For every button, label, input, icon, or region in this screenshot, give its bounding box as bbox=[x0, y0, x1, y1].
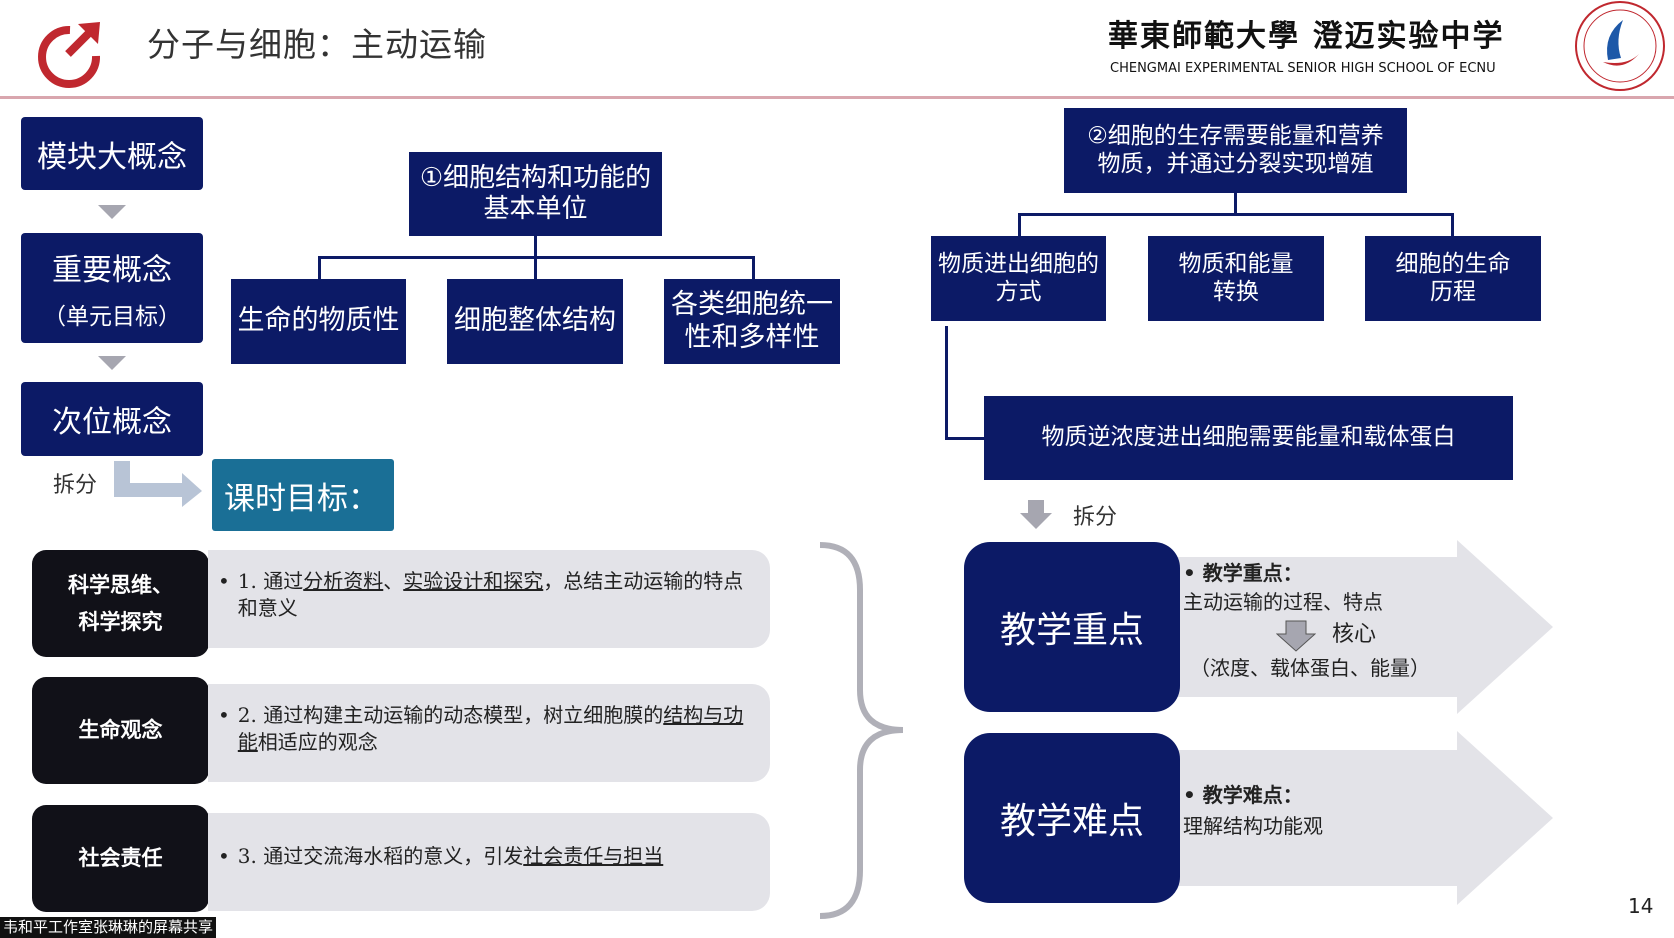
difficult-line1: 理解结构功能观 bbox=[1183, 814, 1323, 838]
key-point-box: 教学重点 bbox=[964, 542, 1180, 712]
goal-text-underlined: 分析资料 bbox=[303, 569, 384, 593]
sub-concept-label: 物质逆浓度进出细胞需要能量和载体蛋白 bbox=[1041, 424, 1456, 451]
core-label: 核心 bbox=[1332, 622, 1377, 647]
concept1-box: ①细胞结构和功能的基本单位 bbox=[409, 152, 662, 236]
difficult-heading-text: 教学难点： bbox=[1202, 783, 1303, 807]
page-number: 14 bbox=[1628, 894, 1654, 918]
connector bbox=[534, 236, 537, 258]
important-concept-box: 重要概念 （单元目标） bbox=[21, 233, 203, 343]
concept1-child-label: 生命的物质性 bbox=[237, 305, 400, 337]
key-heading: • 教学重点： bbox=[1183, 561, 1303, 585]
connector bbox=[1018, 213, 1454, 216]
concept2-child: 物质进出细胞的方式 bbox=[931, 236, 1106, 321]
goal-text-segment: ，总结主动运输的特点和意义 bbox=[237, 569, 744, 620]
concept1-child-label: 各类细胞统一性和多样性 bbox=[671, 289, 833, 353]
bullet: • bbox=[218, 844, 230, 868]
goal-text-underlined: 社会责任与担当 bbox=[523, 844, 664, 868]
arrow-down-icon bbox=[1276, 620, 1316, 652]
concept2-title: ②细胞的生存需要能量和营养物质，并通过分裂实现增殖 bbox=[1087, 122, 1384, 177]
difficult-heading: • 教学难点： bbox=[1183, 783, 1303, 807]
connector bbox=[1451, 213, 1454, 236]
secondary-concept-label: 次位概念 bbox=[52, 405, 172, 440]
goal-text-segment: 、 bbox=[383, 569, 404, 593]
difficult-point-label: 教学难点 bbox=[999, 801, 1144, 842]
module-concept-label: 模块大概念 bbox=[37, 139, 187, 175]
important-concept-label: 重要概念 bbox=[52, 253, 172, 288]
secondary-concept-box: 次位概念 bbox=[21, 382, 203, 456]
arrow-down-icon bbox=[98, 356, 126, 370]
goal-text-segment: 2. 通过构建主动运输的动态模型，树立细胞膜的 bbox=[237, 703, 664, 727]
concept1-child-label: 细胞整体结构 bbox=[454, 305, 616, 337]
curly-brace-icon bbox=[819, 542, 904, 919]
goal-item: • 1. 通过分析资料、实验设计和探究，总结主动运输的特点和意义 bbox=[208, 550, 770, 648]
arrow-down-icon bbox=[98, 205, 126, 219]
goal-text: 2. 通过构建主动运输的动态模型，树立细胞膜的结构与功能相适应的观念 bbox=[238, 702, 754, 782]
goal-text-underlined: 实验设计和探究 bbox=[403, 569, 544, 593]
goal-item: • 3. 通过交流海水稻的意义，引发社会责任与担当 bbox=[208, 813, 770, 911]
difficult-arrow-shape bbox=[1175, 731, 1553, 905]
connector bbox=[945, 437, 984, 440]
goal-text-segment: 1. 通过 bbox=[237, 569, 304, 593]
important-concept-sub: （单元目标） bbox=[43, 304, 181, 330]
bullet: • bbox=[218, 703, 230, 727]
goal-text: 1. 通过分析资料、实验设计和探究，总结主动运输的特点和意义 bbox=[238, 568, 754, 648]
connector bbox=[534, 256, 537, 279]
goal-category-label: 社会责任 bbox=[78, 845, 163, 871]
school-emblem-icon bbox=[1575, 1, 1665, 91]
module-concept-box: 模块大概念 bbox=[21, 117, 203, 190]
goal-category: 社会责任 bbox=[32, 805, 209, 912]
concept2-child: 物质和能量转换 bbox=[1148, 236, 1324, 321]
connector bbox=[945, 326, 948, 440]
connector bbox=[318, 256, 321, 279]
bent-arrow-icon bbox=[114, 461, 202, 507]
connector bbox=[1234, 193, 1237, 215]
key-point-label: 教学重点 bbox=[999, 610, 1144, 651]
split-label: 拆分 bbox=[53, 473, 98, 498]
bullet: • bbox=[218, 569, 230, 593]
goal-category-label: 科学思维、科学探究 bbox=[68, 571, 173, 634]
key-line1: 主动运输的过程、特点 bbox=[1183, 590, 1383, 614]
key-line2: （浓度、载体蛋白、能量） bbox=[1190, 656, 1430, 680]
school-name-cn: 華東師範大學 澄迈实验中学 bbox=[1108, 19, 1505, 54]
key-heading-text: 教学重点： bbox=[1202, 561, 1303, 585]
connector bbox=[752, 256, 755, 279]
goal-text-segment: 相适应的观念 bbox=[257, 730, 378, 754]
screen-share-caption: 韦和平工作室张琳琳的屏幕共享 bbox=[0, 917, 217, 938]
logo-arrow-icon bbox=[38, 22, 101, 88]
goal-text: 3. 通过交流海水稻的意义，引发社会责任与担当 bbox=[238, 843, 663, 911]
connector bbox=[1018, 213, 1021, 236]
concept1-child: 细胞整体结构 bbox=[447, 279, 623, 364]
header-divider bbox=[0, 96, 1674, 99]
difficult-point-box: 教学难点 bbox=[964, 733, 1180, 903]
concept2-child-label: 物质和能量转换 bbox=[1178, 250, 1294, 305]
goal-category-label: 生命观念 bbox=[78, 717, 163, 743]
goal-category: 科学思维、科学探究 bbox=[32, 550, 209, 657]
goal-text-underlined: 结构与功能 bbox=[237, 703, 744, 754]
key-arrow-shape bbox=[1175, 540, 1553, 714]
lesson-goal-label: 课时目标： bbox=[224, 480, 379, 517]
page-title: 分子与细胞：主动运输 bbox=[147, 25, 487, 64]
goal-text-segment: 3. 通过交流海水稻的意义，引发 bbox=[237, 844, 524, 868]
concept1-child: 各类细胞统一性和多样性 bbox=[664, 279, 840, 364]
arrow-down-icon bbox=[1020, 500, 1052, 529]
concept1-child: 生命的物质性 bbox=[231, 279, 406, 364]
concept1-title: ①细胞结构和功能的基本单位 bbox=[419, 162, 652, 224]
school-name-en: CHENGMAI EXPERIMENTAL SENIOR HIGH SCHOOL… bbox=[1110, 61, 1496, 76]
goal-item: • 2. 通过构建主动运输的动态模型，树立细胞膜的结构与功能相适应的观念 bbox=[208, 684, 770, 782]
concept2-box: ②细胞的生存需要能量和营养物质，并通过分裂实现增殖 bbox=[1064, 108, 1407, 193]
concept2-child-label: 物质进出细胞的方式 bbox=[938, 250, 1099, 305]
goal-category: 生命观念 bbox=[32, 677, 209, 784]
lesson-goal-box: 课时目标： bbox=[212, 459, 394, 531]
concept2-child-label: 细胞的生命历程 bbox=[1395, 250, 1511, 305]
concept2-child: 细胞的生命历程 bbox=[1365, 236, 1541, 321]
split-label: 拆分 bbox=[1073, 505, 1118, 530]
sub-concept-box: 物质逆浓度进出细胞需要能量和载体蛋白 bbox=[984, 396, 1513, 480]
